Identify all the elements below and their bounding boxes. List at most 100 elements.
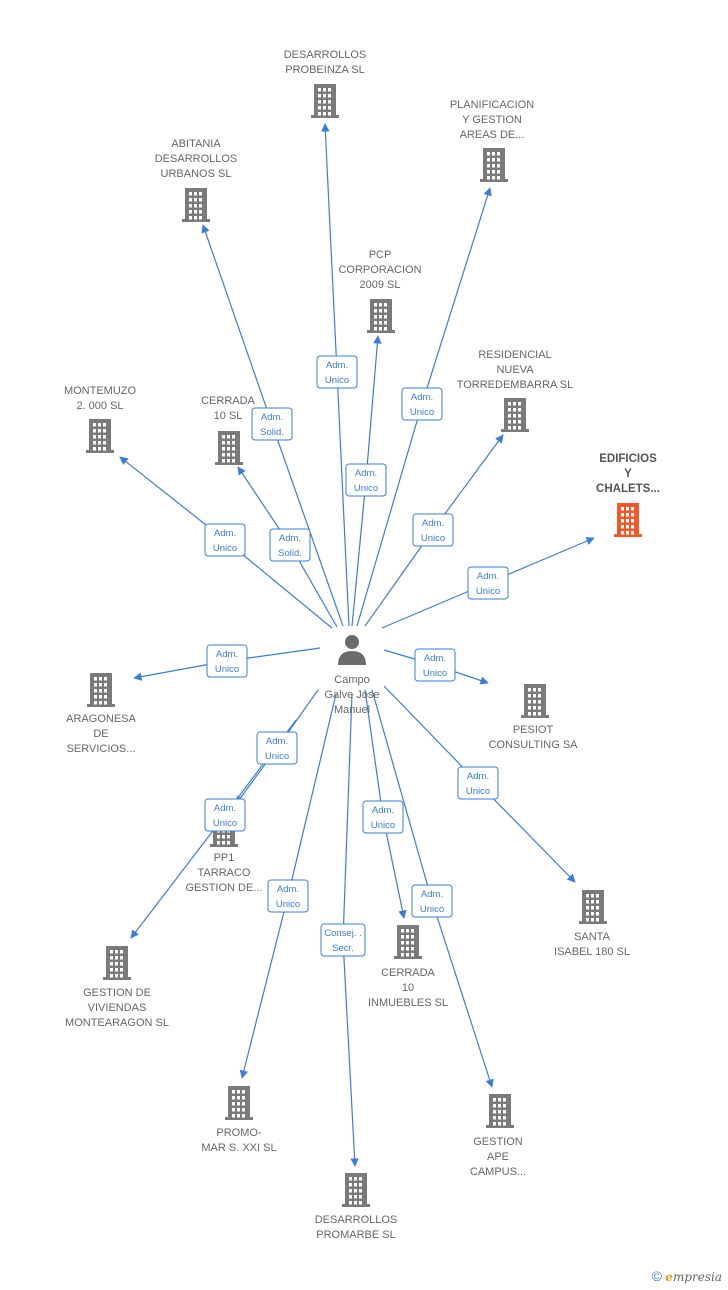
role-badge[interactable]: Adm.Unico <box>267 879 309 913</box>
role-badge[interactable]: Adm.Unico <box>206 644 248 678</box>
company-name-line: DE <box>93 728 108 740</box>
company-name-line: ABITANIA <box>171 138 221 150</box>
company-name-line: PROMO- <box>216 1127 262 1139</box>
role-text: Adm. <box>477 571 499 582</box>
role-text: Unico <box>420 904 444 915</box>
role-badge[interactable]: Adm.Unico <box>204 798 246 832</box>
building-icon <box>225 1086 253 1120</box>
company-name-line: SERVICIOS... <box>67 743 136 755</box>
role-text: Adm. <box>216 649 238 660</box>
role-text: Adm. <box>355 468 377 479</box>
role-text: Adm. <box>261 412 283 423</box>
role-text: Adm. <box>214 528 236 539</box>
role-badge[interactable]: Adm. Unico <box>204 523 246 557</box>
role-text: Solid. <box>260 427 284 438</box>
role-text: Unico <box>466 786 490 797</box>
company-node[interactable]: EDIFICIOSYCHALETS... <box>596 453 660 537</box>
role-text: Adm. <box>422 518 444 529</box>
building-icon <box>579 890 607 924</box>
role-text: Adm. <box>326 360 348 371</box>
company-name-line: PROBEINZA SL <box>285 64 364 76</box>
role-text: Secr. <box>332 943 354 954</box>
company-node[interactable]: ARAGONESADESERVICIOS... <box>66 673 137 755</box>
role-badge[interactable]: Adm. Solid. <box>251 407 293 441</box>
role-text: Adm. <box>411 392 433 403</box>
company-name-line: CAMPUS... <box>470 1166 526 1178</box>
company-name-line: DESARROLLOS <box>155 153 238 165</box>
role-badge[interactable]: Adm.Unico <box>401 387 443 421</box>
company-node[interactable]: RESIDENCIAL NUEVA TORREDEMBARRA SL <box>457 349 574 432</box>
person-name-line: Campo <box>334 674 369 686</box>
building-icon <box>521 684 549 718</box>
company-name-line: EDIFICIOS <box>599 453 657 465</box>
role-badge[interactable]: Adm. Unico <box>412 513 454 547</box>
company-name-line: PESIOT <box>513 724 554 736</box>
company-name-line: SANTA <box>574 931 611 943</box>
role-text: Solid. <box>278 548 302 559</box>
company-node[interactable]: ABITANIA DESARROLLOS URBANOS SL <box>155 138 238 222</box>
company-node[interactable]: PROMO-MAR S. XXI SL <box>201 1086 277 1154</box>
company-name-line: CERRADA <box>381 967 435 979</box>
role-badge[interactable]: Adm.Unico <box>256 731 298 765</box>
role-text: Adm. <box>467 771 489 782</box>
company-name-line: GESTION <box>473 1136 523 1148</box>
company-name-line: GESTION DE... <box>185 882 262 894</box>
company-node[interactable]: GESTIONAPECAMPUS... <box>470 1094 526 1178</box>
company-name-line: Y <box>624 468 632 480</box>
building-icon <box>501 398 529 432</box>
role-badge[interactable]: Adm.Unico <box>411 884 453 918</box>
company-name-line: TORREDEMBARRA SL <box>457 379 574 391</box>
role-text: Unico <box>476 586 500 597</box>
building-icon <box>614 503 642 537</box>
role-text: Unico <box>421 533 445 544</box>
company-name-line: INMUEBLES SL <box>368 997 448 1009</box>
role-badge[interactable]: Adm. Unico <box>457 766 499 800</box>
company-name-line: TARRACO <box>198 867 251 879</box>
company-name-line: Y GESTION <box>462 114 522 126</box>
role-text: Unico <box>213 543 237 554</box>
role-badge[interactable]: Adm. Unico <box>467 566 509 600</box>
role-badge[interactable]: Adm. Unico <box>414 648 456 682</box>
building-icon <box>311 84 339 118</box>
role-text: Adm. <box>372 805 394 816</box>
building-icon <box>182 188 210 222</box>
company-name-line: 2009 SL <box>360 279 401 291</box>
role-badge[interactable]: Adm. Solid. <box>269 528 311 562</box>
role-badge[interactable]: Adm. Unico <box>345 463 387 497</box>
company-name-line: MONTEARAGON SL <box>65 1017 169 1029</box>
building-icon <box>87 673 115 707</box>
company-name-line: 10 SL <box>214 410 243 422</box>
role-badge[interactable]: Adm.Unico <box>362 800 404 834</box>
company-name-line: VIVIENDAS <box>88 1002 147 1014</box>
role-text: Unico <box>325 375 349 386</box>
role-text: Unico <box>354 483 378 494</box>
person-name-line: Galve Jose <box>324 689 379 701</box>
role-text: Adm. <box>266 736 288 747</box>
role-text: Adm. <box>214 803 236 814</box>
role-badge[interactable]: Consej. .Secr. <box>320 923 366 957</box>
company-name-line: NUEVA <box>496 364 534 376</box>
company-name-line: URBANOS SL <box>161 168 232 180</box>
copyright-footer: © empresia <box>652 1268 722 1284</box>
role-text: Unico <box>423 668 447 679</box>
brand-initial: e <box>665 1270 673 1284</box>
role-badge[interactable]: Adm. Unico <box>316 355 358 389</box>
company-name-line: PCP <box>369 249 392 261</box>
role-text: Adm. <box>424 653 446 664</box>
brand-name: mpresia <box>672 1270 722 1284</box>
building-icon <box>367 299 395 333</box>
role-text: Adm. <box>279 533 301 544</box>
company-name-line: RESIDENCIAL <box>478 349 551 361</box>
